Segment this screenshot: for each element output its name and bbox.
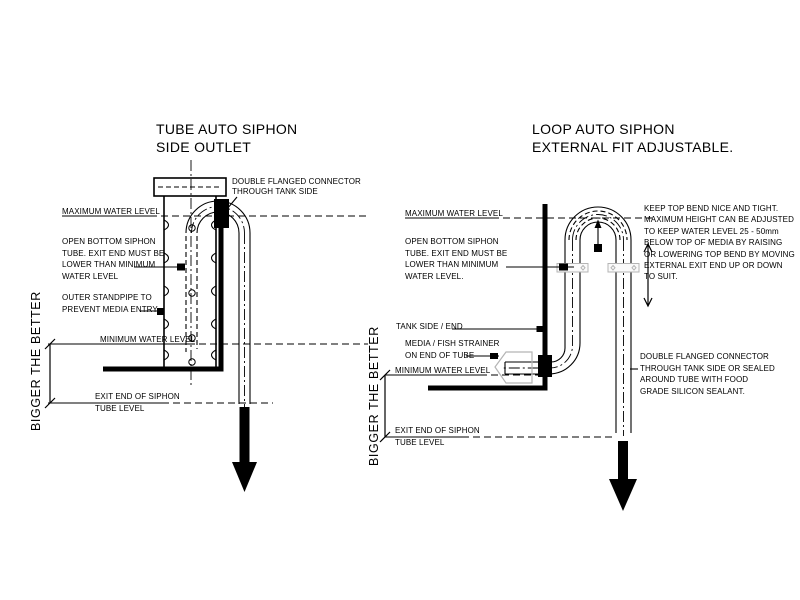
- dimension-line: [379, 369, 391, 443]
- right-bigger-the-better-label: BIGGER THE BETTER: [367, 326, 381, 466]
- right-max-water-level-label: MAXIMUM WATER LEVEL: [405, 209, 503, 218]
- right-keep-top-bend-note: KEEP TOP BEND NICE AND TIGHT. MAXIMUM HE…: [644, 204, 795, 282]
- standpipe-notches: [163, 219, 217, 361]
- water-level-lines: [385, 217, 652, 438]
- siphon-tube-hidden: [185, 236, 198, 352]
- leader-lines: [452, 263, 638, 370]
- right-exit-end-label: EXIT END OF SIPHON TUBE LEVEL: [395, 426, 480, 447]
- left-outer-standpipe-label: OUTER STANDPIPE TO PREVENT MEDIA ENTRY: [62, 293, 158, 314]
- flow-down-arrow-icon: [609, 441, 637, 511]
- siphon-tube: [185, 200, 251, 404]
- right-connector-label: DOUBLE FLANGED CONNECTOR THROUGH TANK SI…: [640, 352, 775, 396]
- connector-leader-line: [226, 196, 238, 210]
- strainer-outline: [494, 351, 533, 384]
- left-max-water-level-label: MAXIMUM WATER LEVEL: [62, 207, 160, 216]
- left-diagram-title: TUBE AUTO SIPHON SIDE OUTLET: [156, 121, 298, 155]
- left-exit-end-label: EXIT END OF SIPHON TUBE LEVEL: [95, 392, 180, 413]
- bulkhead-connector: [538, 355, 552, 377]
- dimension-line: [44, 338, 56, 409]
- flow-down-arrow-icon: [232, 407, 257, 492]
- loop-gap-arrow-icon: [594, 219, 602, 252]
- right-open-bottom-siphon-label: OPEN BOTTOM SIPHON TUBE. EXIT END MUST B…: [405, 237, 508, 281]
- standpipe-holes: [188, 224, 196, 366]
- left-bigger-the-better-label: BIGGER THE BETTER: [29, 291, 43, 431]
- right-tank-side-label: TANK SIDE / END: [396, 322, 463, 331]
- tube-siphon-drawing: [44, 160, 368, 492]
- left-min-water-level-label: MINIMUM WATER LEVEL: [100, 335, 196, 344]
- right-diagram-title: LOOP AUTO SIPHON EXTERNAL FIT ADJUSTABLE…: [532, 121, 734, 155]
- water-level-lines: [48, 215, 368, 404]
- bulkhead-connector: [214, 199, 229, 228]
- tank-wall: [103, 200, 224, 372]
- adjustment-double-arrow-icon: [643, 242, 653, 308]
- left-connector-label: DOUBLE FLANGED CONNECTOR THROUGH TANK SI…: [232, 177, 361, 196]
- tube-clips: [556, 263, 640, 273]
- loop-siphon-drawing: [379, 204, 653, 511]
- left-open-bottom-siphon-label: OPEN BOTTOM SIPHON TUBE. EXIT END MUST B…: [62, 237, 165, 281]
- right-min-water-level-label: MINIMUM WATER LEVEL: [395, 366, 491, 375]
- leader-lines: [134, 263, 185, 315]
- right-strainer-label: MEDIA / FISH STRAINER ON END OF TUBE: [405, 339, 500, 360]
